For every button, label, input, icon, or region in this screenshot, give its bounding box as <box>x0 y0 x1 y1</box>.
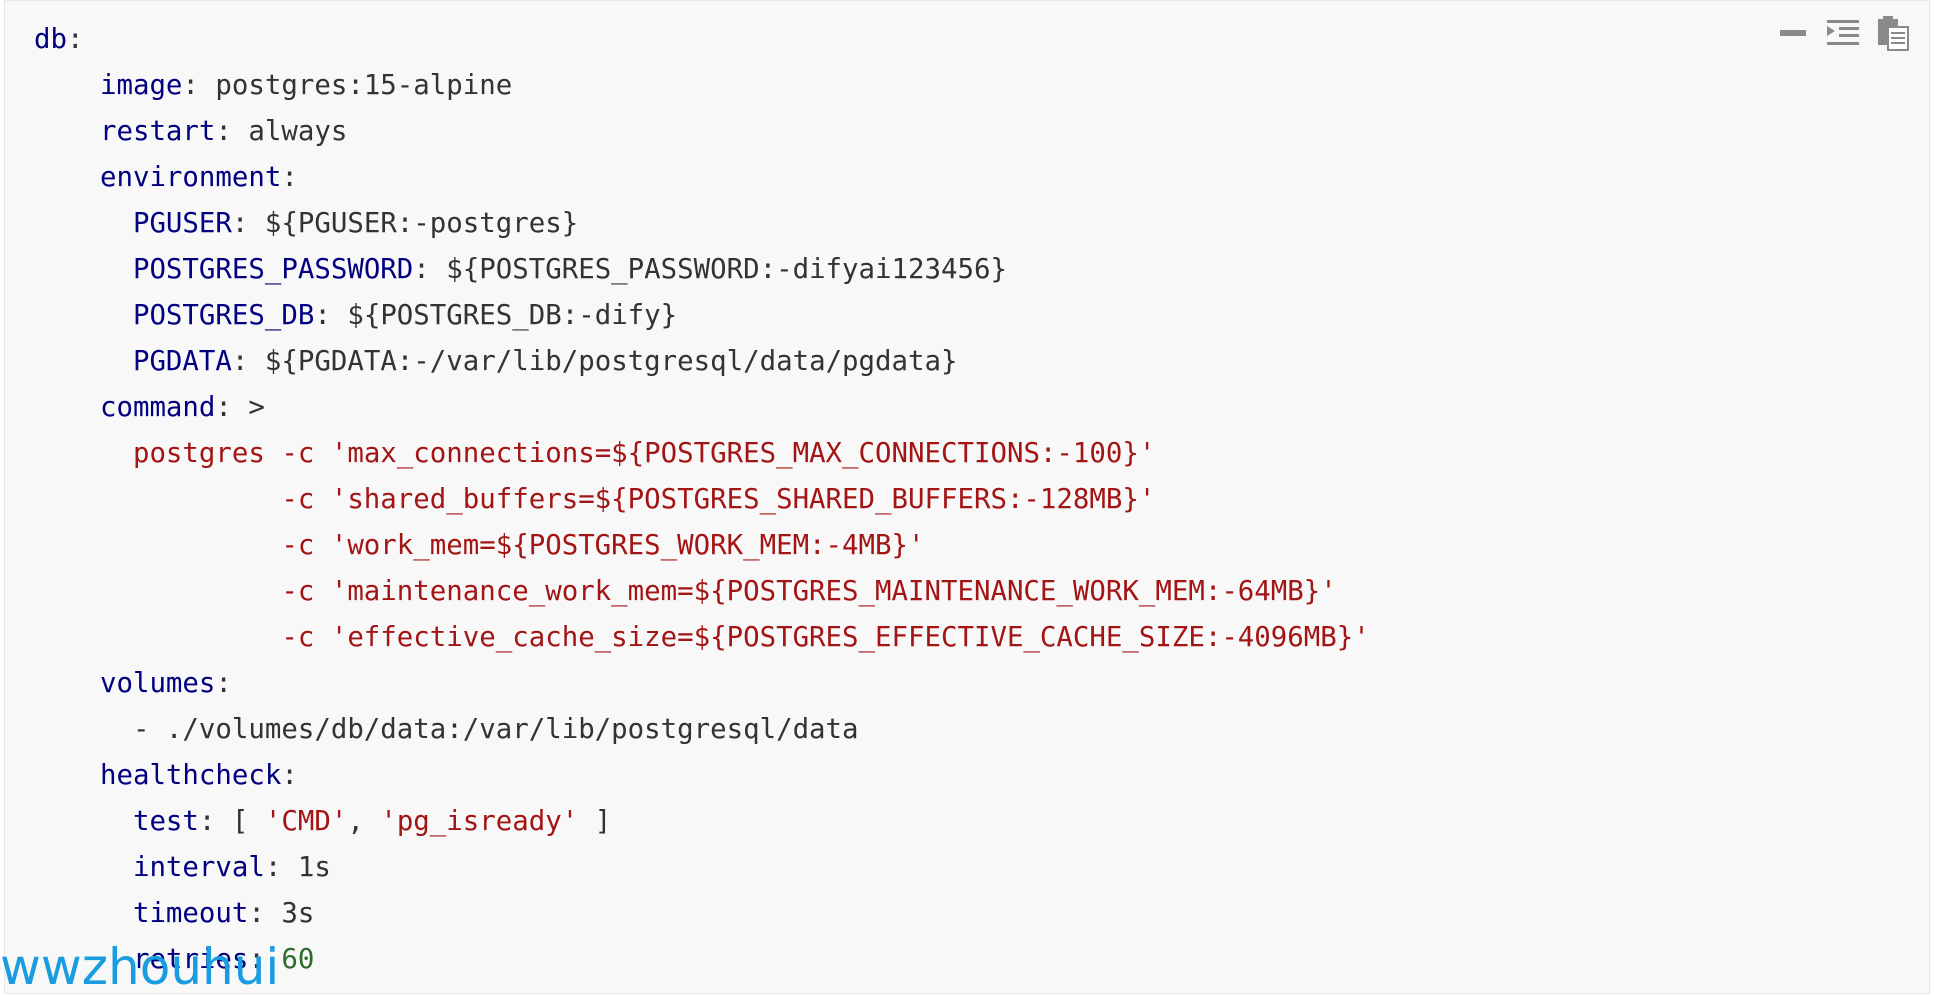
code-text: : ${PGUSER:-postgres} <box>231 208 579 239</box>
code-line: image: postgres:15-alpine <box>34 63 1370 109</box>
code-line: healthcheck: <box>34 753 1370 799</box>
code-key: timeout <box>132 898 249 929</box>
code-line: command: > <box>34 385 1370 431</box>
code-text <box>34 530 281 561</box>
code-key: db <box>34 24 67 55</box>
code-text: , <box>347 806 381 837</box>
code-key: restart <box>99 116 216 147</box>
code-text <box>34 806 133 837</box>
code-text <box>34 116 100 147</box>
code-text: : postgres:15-alpine <box>182 70 513 101</box>
code-text <box>34 254 133 285</box>
code-key: command <box>99 392 216 423</box>
indent-lines-icon <box>1827 20 1859 45</box>
code-key: PGDATA <box>132 346 232 377</box>
code-key: POSTGRES_DB <box>132 300 315 331</box>
code-text: : <box>281 162 298 193</box>
code-string: 'CMD' <box>264 806 348 837</box>
code-text <box>34 346 133 377</box>
code-key: POSTGRES_PASSWORD <box>132 254 414 285</box>
code-line: volumes: <box>34 661 1370 707</box>
code-line: db: <box>34 17 1370 63</box>
code-key: volumes <box>99 668 216 699</box>
code-text: : <box>281 760 298 791</box>
code-key: interval <box>132 852 265 883</box>
code-key: environment <box>99 162 282 193</box>
code-content: db: image: postgres:15-alpine restart: a… <box>34 17 1370 983</box>
code-toolbar <box>1775 15 1911 51</box>
code-text: : <box>215 668 232 699</box>
code-text <box>34 484 281 515</box>
code-text <box>34 760 100 791</box>
code-text <box>34 70 100 101</box>
code-text: : always <box>215 116 348 147</box>
code-key: retries <box>132 944 249 975</box>
code-text <box>34 576 281 607</box>
code-line: POSTGRES_PASSWORD: ${POSTGRES_PASSWORD:-… <box>34 247 1370 293</box>
code-key: test <box>132 806 199 837</box>
code-text <box>34 208 133 239</box>
code-string: postgres -c 'max_connections=${POSTGRES_… <box>132 438 1156 469</box>
code-line: -c 'work_mem=${POSTGRES_WORK_MEM:-4MB}' <box>34 523 1370 569</box>
code-line: test: [ 'CMD', 'pg_isready' ] <box>34 799 1370 845</box>
code-text: ] <box>578 806 612 837</box>
code-line: -c 'shared_buffers=${POSTGRES_SHARED_BUF… <box>34 477 1370 523</box>
code-text <box>34 622 281 653</box>
watermark-text: wwzhouhui <box>0 938 280 996</box>
code-text: - ./volumes/db/data:/var/lib/postgresql/… <box>34 714 859 745</box>
code-line: -c 'maintenance_work_mem=${POSTGRES_MAIN… <box>34 569 1370 615</box>
code-text <box>34 392 100 423</box>
code-text: : 1s <box>264 852 331 883</box>
code-text: : ${PGDATA:-/var/lib/postgresql/data/pgd… <box>231 346 958 377</box>
code-key: image <box>99 70 183 101</box>
code-number: 60 <box>281 944 315 975</box>
code-line: interval: 1s <box>34 845 1370 891</box>
indent-button[interactable] <box>1825 15 1861 51</box>
copy-button[interactable] <box>1875 15 1911 51</box>
code-line: restart: always <box>34 109 1370 155</box>
code-string: 'pg_isready' <box>380 806 579 837</box>
code-text: : <box>66 24 84 55</box>
code-string: -c 'effective_cache_size=${POSTGRES_EFFE… <box>281 622 1370 653</box>
code-line: timeout: 3s <box>34 891 1370 937</box>
code-key: healthcheck <box>99 760 282 791</box>
code-line: PGDATA: ${PGDATA:-/var/lib/postgresql/da… <box>34 339 1370 385</box>
collapse-button[interactable] <box>1775 15 1811 51</box>
code-text: : > <box>215 392 265 423</box>
code-string: -c 'shared_buffers=${POSTGRES_SHARED_BUF… <box>281 484 1156 515</box>
code-line: -c 'effective_cache_size=${POSTGRES_EFFE… <box>34 615 1370 661</box>
code-text: : <box>248 944 282 975</box>
code-string: -c 'work_mem=${POSTGRES_WORK_MEM:-4MB}' <box>281 530 925 561</box>
code-text: : ${POSTGRES_DB:-dify} <box>314 300 678 331</box>
code-block: db: image: postgres:15-alpine restart: a… <box>4 0 1930 994</box>
code-text: : [ <box>198 806 265 837</box>
code-key: PGUSER <box>132 208 232 239</box>
copy-clipboard-icon <box>1878 16 1909 51</box>
minus-icon <box>1780 30 1806 36</box>
code-text <box>34 300 133 331</box>
code-string: -c 'maintenance_work_mem=${POSTGRES_MAIN… <box>281 576 1337 607</box>
code-line: environment: <box>34 155 1370 201</box>
code-line: PGUSER: ${PGUSER:-postgres} <box>34 201 1370 247</box>
code-line: retries: 60 <box>34 937 1370 983</box>
code-text: : ${POSTGRES_PASSWORD:-difyai123456} <box>413 254 1007 285</box>
code-line: postgres -c 'max_connections=${POSTGRES_… <box>34 431 1370 477</box>
code-text: : 3s <box>248 898 315 929</box>
code-text <box>34 438 133 469</box>
code-line: POSTGRES_DB: ${POSTGRES_DB:-dify} <box>34 293 1370 339</box>
code-text <box>34 668 100 699</box>
code-text <box>34 162 100 193</box>
code-text <box>34 852 133 883</box>
code-text <box>34 898 133 929</box>
code-line: - ./volumes/db/data:/var/lib/postgresql/… <box>34 707 1370 753</box>
